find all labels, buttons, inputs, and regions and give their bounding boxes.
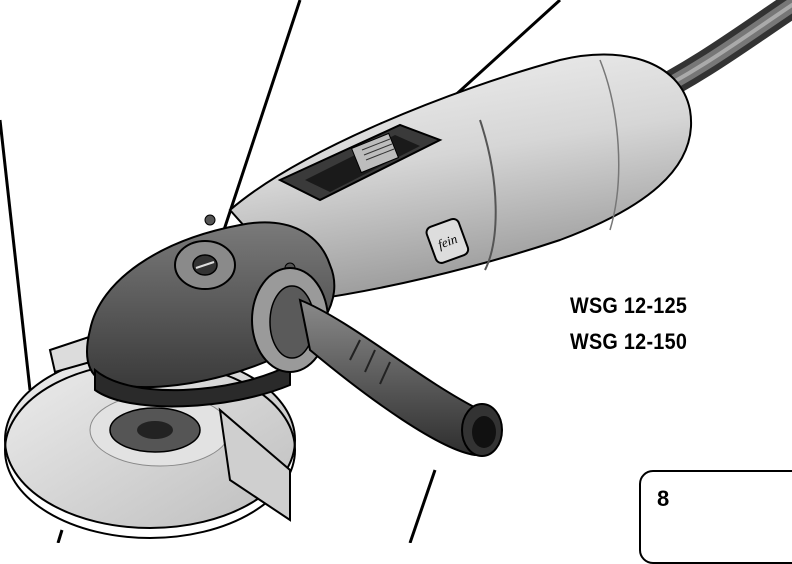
page-number-box: 8: [639, 470, 792, 564]
motor-housing: [228, 53, 693, 302]
model-label-1: WSG 12-125: [570, 293, 688, 318]
angle-grinder-illustration: fein: [0, 0, 792, 543]
on-off-switch: [277, 123, 443, 202]
page-number: 8: [657, 486, 670, 511]
svg-text:fein: fein: [436, 231, 459, 252]
model-label-2: WSG 12-150: [570, 329, 688, 354]
side-handle: [251, 267, 503, 457]
fein-logo: fein: [425, 217, 470, 264]
callout-lines: [0, 0, 562, 543]
